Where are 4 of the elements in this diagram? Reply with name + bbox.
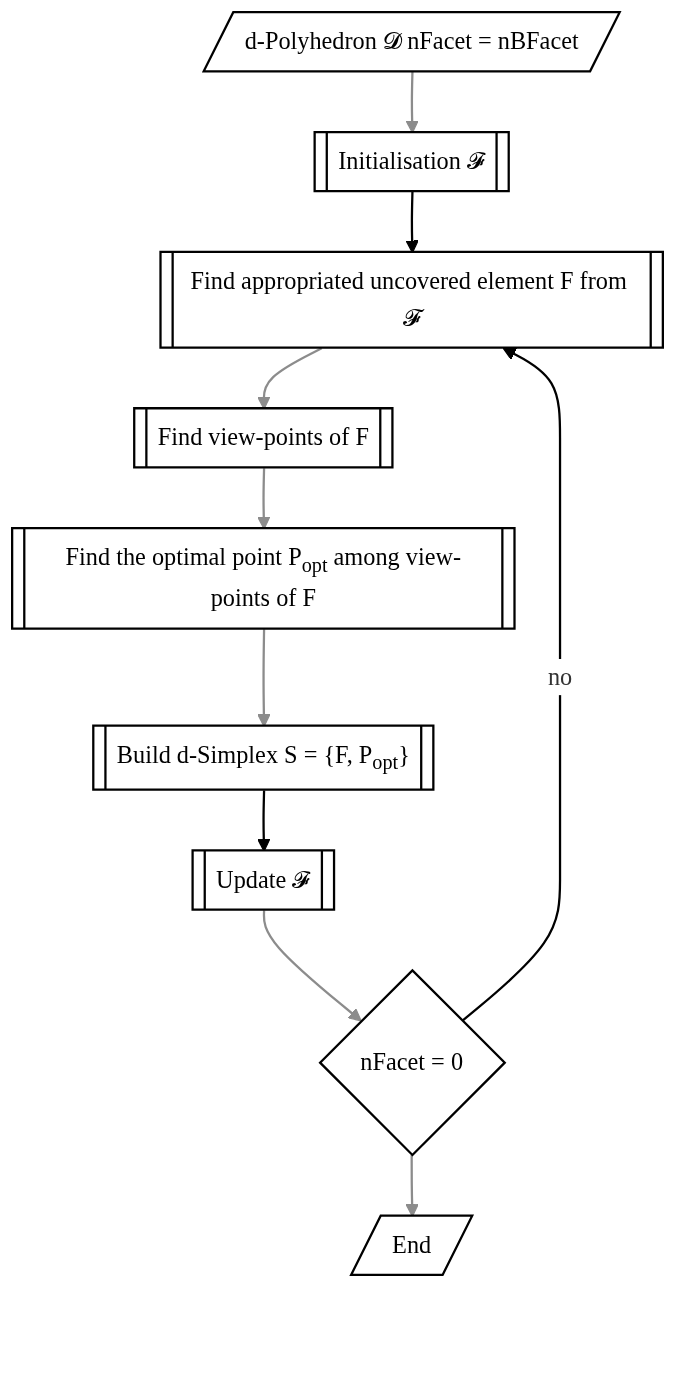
arrow [461,347,562,1022]
edge-label: no [547,663,573,690]
arrow [262,910,362,1022]
node-diamond: nFacet = 0 [318,968,507,1157]
